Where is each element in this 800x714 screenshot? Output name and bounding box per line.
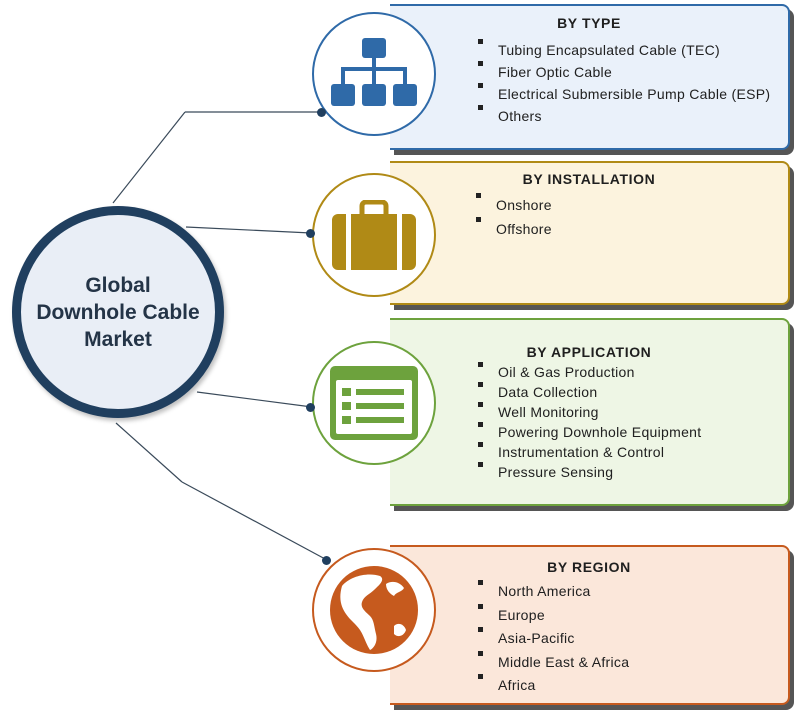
briefcase-icon [332, 200, 416, 270]
list-item: North America [474, 580, 774, 604]
list-item: Onshore [472, 193, 772, 217]
installation-list: Onshore Offshore [472, 193, 772, 241]
connector-region [115, 422, 183, 483]
connector-region-end [181, 481, 328, 561]
type-icon-circle [312, 12, 436, 136]
type-connector-dot [317, 108, 326, 117]
list-item: Others [474, 105, 774, 127]
hub-circle: Global Downhole Cable Market [12, 206, 224, 418]
list-item: Well Monitoring [474, 402, 774, 422]
list-item: Powering Downhole Equipment [474, 422, 774, 442]
installation-connector-dot [306, 229, 315, 238]
list-item: Tubing Encapsulated Cable (TEC) [474, 39, 774, 61]
connector-installation [185, 226, 312, 234]
list-item: Africa [474, 674, 774, 698]
application-connector-dot [306, 403, 315, 412]
list-item: Oil & Gas Production [474, 362, 774, 382]
hub-title-line: Market [84, 327, 152, 351]
installation-panel-title: BY INSTALLATION [522, 171, 656, 187]
list-item: Data Collection [474, 382, 774, 402]
hub-title-line: Global [85, 273, 151, 297]
application-panel: BY APPLICATION Oil & Gas Production Data… [390, 318, 790, 506]
list-item: Europe [474, 603, 774, 628]
list-item: Electrical Submersible Pump Cable (ESP) [474, 83, 774, 105]
region-connector-dot [322, 556, 331, 565]
type-panel: BY TYPE Tubing Encapsulated Cable (TEC) … [390, 4, 790, 150]
region-list: North America Europe Asia-Pacific Middle… [474, 580, 774, 698]
installation-icon-circle [312, 173, 436, 297]
hub-title-line: Downhole Cable [36, 300, 200, 324]
hub-title: Global Downhole Cable Market [28, 272, 208, 353]
application-icon-circle [312, 341, 436, 465]
type-panel-title: BY TYPE [557, 15, 621, 31]
list-item: Pressure Sensing [474, 462, 774, 482]
application-list: Oil & Gas Production Data Collection Wel… [474, 362, 774, 482]
connector-application [196, 391, 313, 408]
application-panel-title: BY APPLICATION [526, 344, 652, 360]
list-item: Offshore [472, 217, 772, 241]
hierarchy-icon [331, 38, 417, 106]
list-item: Asia-Pacific [474, 627, 774, 651]
list-window-icon [330, 366, 418, 440]
installation-panel: BY INSTALLATION Onshore Offshore [390, 161, 790, 305]
list-item: Middle East & Africa [474, 650, 774, 675]
region-panel-title: BY REGION [547, 559, 631, 575]
globe-icon [330, 566, 418, 654]
list-item: Instrumentation & Control [474, 442, 774, 462]
type-list: Tubing Encapsulated Cable (TEC) Fiber Op… [474, 39, 774, 127]
region-icon-circle [312, 548, 436, 672]
list-item: Fiber Optic Cable [474, 61, 774, 83]
connector-type [112, 111, 186, 204]
region-panel: BY REGION North America Europe Asia-Paci… [390, 545, 790, 705]
